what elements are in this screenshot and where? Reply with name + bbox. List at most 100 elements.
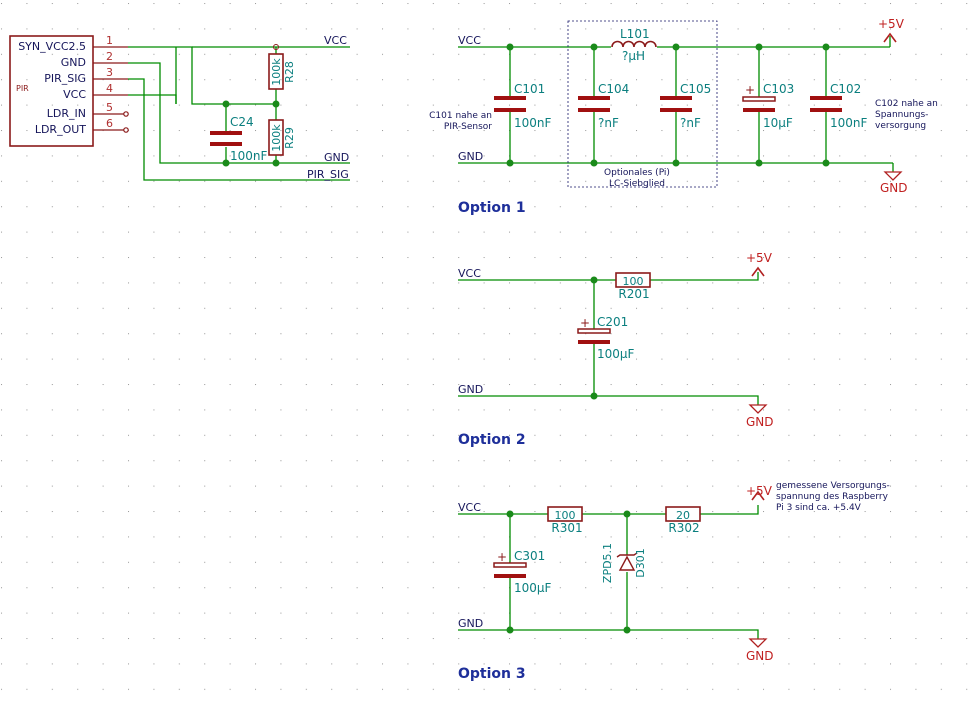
- c105-value: ?nF: [680, 116, 701, 130]
- junction-dot: [623, 510, 631, 518]
- c103-ref: C103: [763, 82, 794, 96]
- r28-value: 100k: [270, 58, 283, 86]
- r302-ref: R302: [668, 521, 699, 535]
- pir-connector: PIR SYN_VCC2.5 GND PIR_SIG VCC LDR_IN LD…: [9, 34, 129, 147]
- c24-plate-bottom: [210, 142, 242, 146]
- option2-section: 100 R201 + C201 100µF +5V GND VCC GND Op…: [458, 251, 774, 448]
- pin6-open-end: [123, 127, 129, 133]
- c104-plate-bottom: [578, 108, 610, 112]
- option3-note-line2: spannung des Raspberry: [776, 492, 889, 502]
- c101-ref: C101: [514, 82, 545, 96]
- c24-plate-top: [210, 131, 242, 135]
- zener-bar: [616, 552, 638, 558]
- junction-dot: [272, 100, 280, 108]
- junction-dot: [672, 159, 680, 167]
- option1-ground-label: GND: [880, 181, 908, 195]
- c103-plate-top: [742, 96, 776, 102]
- r28-resistor: [268, 53, 284, 90]
- gnd-net-label: GND: [324, 151, 349, 164]
- lc-filter-box: [567, 20, 718, 188]
- junction-dot: [222, 100, 230, 108]
- option3-power-label: +5V: [746, 484, 773, 498]
- c101-note-line1: C101 nahe an: [429, 111, 492, 121]
- c102-value: 100nF: [830, 116, 868, 130]
- option1-vcc-label: VCC: [458, 34, 481, 47]
- l101-ref: L101: [620, 27, 650, 41]
- plus5v-power-icon: [751, 490, 765, 501]
- r302-resistor: [665, 506, 701, 522]
- option2-title: Option 2: [458, 432, 526, 448]
- junction-dot: [506, 159, 514, 167]
- connector-body: [9, 35, 94, 147]
- c201-plate-bottom: [578, 340, 610, 344]
- junction-dot: [590, 276, 598, 284]
- c102-plate-bottom: [810, 108, 842, 112]
- pin-label-4: VCC: [63, 88, 86, 101]
- c301-plate-top: [493, 562, 527, 568]
- junction-dot: [755, 43, 763, 51]
- junction-dot: [822, 43, 830, 51]
- pin5-open-end: [123, 111, 129, 117]
- junction-dot: [623, 626, 631, 634]
- pin-num-3: 3: [106, 66, 113, 79]
- junction-dot: [822, 159, 830, 167]
- junction-dot: [506, 43, 514, 51]
- pin-label-3: PIR_SIG: [44, 72, 86, 85]
- r29-ref: R29: [283, 127, 296, 149]
- junction-dot: [590, 159, 598, 167]
- c201-plate-top: [577, 328, 611, 334]
- ground-icon: [748, 638, 768, 648]
- zener-diode-icon: [618, 555, 636, 571]
- r301-value: 100: [555, 509, 576, 522]
- l101-inductor: [611, 40, 657, 48]
- top-left-wires: [128, 46, 350, 181]
- option2-vcc-label: VCC: [458, 267, 481, 280]
- c102-note-line2: Spannungs-: [875, 110, 928, 120]
- r29-resistor: [268, 119, 284, 156]
- d301-value: ZPD5.1: [601, 543, 614, 583]
- c102-note-line1: C102 nahe an: [875, 99, 938, 109]
- c301-polarity: +: [497, 550, 507, 564]
- pin-num-1: 1: [106, 34, 113, 47]
- r29-value: 100k: [270, 124, 283, 152]
- ground-icon: [883, 171, 903, 181]
- r301-ref: R301: [551, 521, 582, 535]
- junction-dot: [222, 159, 230, 167]
- option2-ground-label: GND: [746, 415, 774, 429]
- ground-icon: [748, 404, 768, 414]
- c101-plate-top: [494, 96, 526, 100]
- c104-value: ?nF: [598, 116, 619, 130]
- plus5v-power-icon: [883, 32, 897, 43]
- option2-gnd-label: GND: [458, 383, 483, 396]
- pin-num-2: 2: [106, 50, 113, 63]
- junction-dot: [590, 43, 598, 51]
- pin-label-5: LDR_IN: [47, 107, 86, 120]
- c102-ref: C102: [830, 82, 861, 96]
- junction-dot: [672, 43, 680, 51]
- option2-power-label: +5V: [746, 251, 773, 265]
- c102-note-line3: versorgung: [875, 121, 926, 131]
- c301-value: 100µF: [514, 581, 552, 595]
- c103-polarity: +: [745, 83, 755, 97]
- r201-value: 100: [623, 275, 644, 288]
- r28-ref: R28: [283, 61, 296, 83]
- pin-num-6: 6: [106, 117, 113, 130]
- pin-label-2: GND: [61, 56, 86, 69]
- junction-dot: [590, 392, 598, 400]
- option3-vcc-label: VCC: [458, 501, 481, 514]
- option1-section: C101 100nF C104 ?nF C105 ?nF + C103 10µF…: [429, 17, 938, 216]
- r201-ref: R201: [618, 287, 649, 301]
- r302-value: 20: [676, 509, 690, 522]
- pin-label-1: SYN_VCC2.5: [18, 40, 86, 53]
- c301-plate-bottom: [494, 574, 526, 578]
- filter-note-line1: Optionales (Pi): [604, 168, 670, 178]
- c105-ref: C105: [680, 82, 711, 96]
- l101-value: ?µH: [622, 49, 645, 63]
- junction-dot: [506, 510, 514, 518]
- junction-dot: [755, 159, 763, 167]
- option1-title: Option 1: [458, 200, 526, 216]
- junction-dot: [506, 626, 514, 634]
- pin-num-5: 5: [106, 101, 113, 114]
- pir-sig-net-label: PIR_SIG: [307, 168, 349, 181]
